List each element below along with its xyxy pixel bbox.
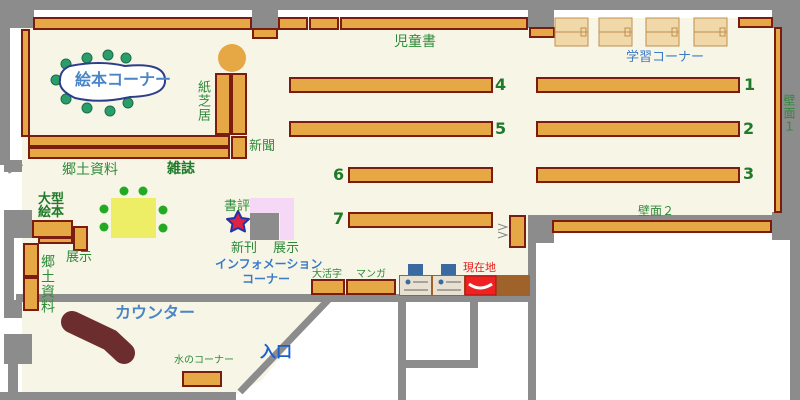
stairs-icon — [497, 215, 526, 248]
magazines-label: 雑誌 — [167, 161, 195, 177]
childrens-books-label: 児童書 — [394, 34, 436, 50]
wall-2-label: 壁面２ — [638, 204, 675, 218]
left-side-shelves — [23, 220, 88, 311]
current-location-label: 現在地 — [463, 261, 496, 274]
local-materials-left-label: 郷土資料 — [39, 254, 55, 314]
side-wall-shelves — [21, 27, 782, 233]
shelf-number-6: 6 — [333, 165, 345, 184]
study-desk-lines — [555, 27, 727, 37]
manga-label: マンガ — [356, 269, 386, 280]
newspaper-label: 新聞 — [249, 139, 276, 154]
computer-stations — [399, 264, 530, 296]
information-corner-label-line1: インフォメーション — [215, 257, 323, 271]
wall-1-label: 壁面１ — [782, 94, 796, 133]
top-wall-shelves — [33, 17, 773, 39]
study-corner-label: 学習コーナー — [626, 50, 705, 65]
shelf-number-5: 5 — [495, 119, 507, 138]
kamishibai-label: 紙芝居 — [195, 80, 210, 122]
shelf-number-4: 4 — [495, 75, 507, 94]
star-icon — [226, 210, 250, 233]
information-corner-label-line2: コーナー — [242, 272, 291, 286]
shelf-number-1: 1 — [744, 75, 756, 94]
new-arrivals-label: 新刊 — [231, 241, 258, 256]
numbered-shelves — [289, 77, 740, 228]
book-review-label: 書評 — [224, 199, 251, 214]
entrance-diagonal-wall — [7, 162, 333, 395]
large-print-label: 大活字 — [312, 269, 342, 280]
information-corner-area — [250, 198, 294, 240]
counter-desk — [61, 311, 135, 364]
exhibit-left-label: 展示 — [66, 250, 93, 265]
lower-shelves — [182, 279, 396, 387]
entrance-label: 入口 — [260, 342, 293, 361]
reading-table — [99, 186, 168, 238]
local-materials-top-label: 郷土資料 — [62, 162, 118, 178]
counter-label: カウンター — [115, 303, 196, 322]
shelf-number-2: 2 — [743, 119, 755, 138]
water-corner-label: 水のコーナー — [174, 355, 234, 366]
exhibit-center-label: 展示 — [273, 241, 300, 256]
picture-book-corner-label: 絵本コーナー — [75, 70, 172, 89]
picture-book-corner — [50, 49, 167, 117]
large-picture-books-label: 大型絵本 — [38, 192, 65, 220]
shelf-number-7: 7 — [333, 209, 345, 228]
kamishibai-shelves — [215, 73, 247, 159]
magazine-shelves — [28, 135, 230, 159]
shelf-number-3: 3 — [743, 164, 755, 183]
round-table — [218, 44, 246, 72]
